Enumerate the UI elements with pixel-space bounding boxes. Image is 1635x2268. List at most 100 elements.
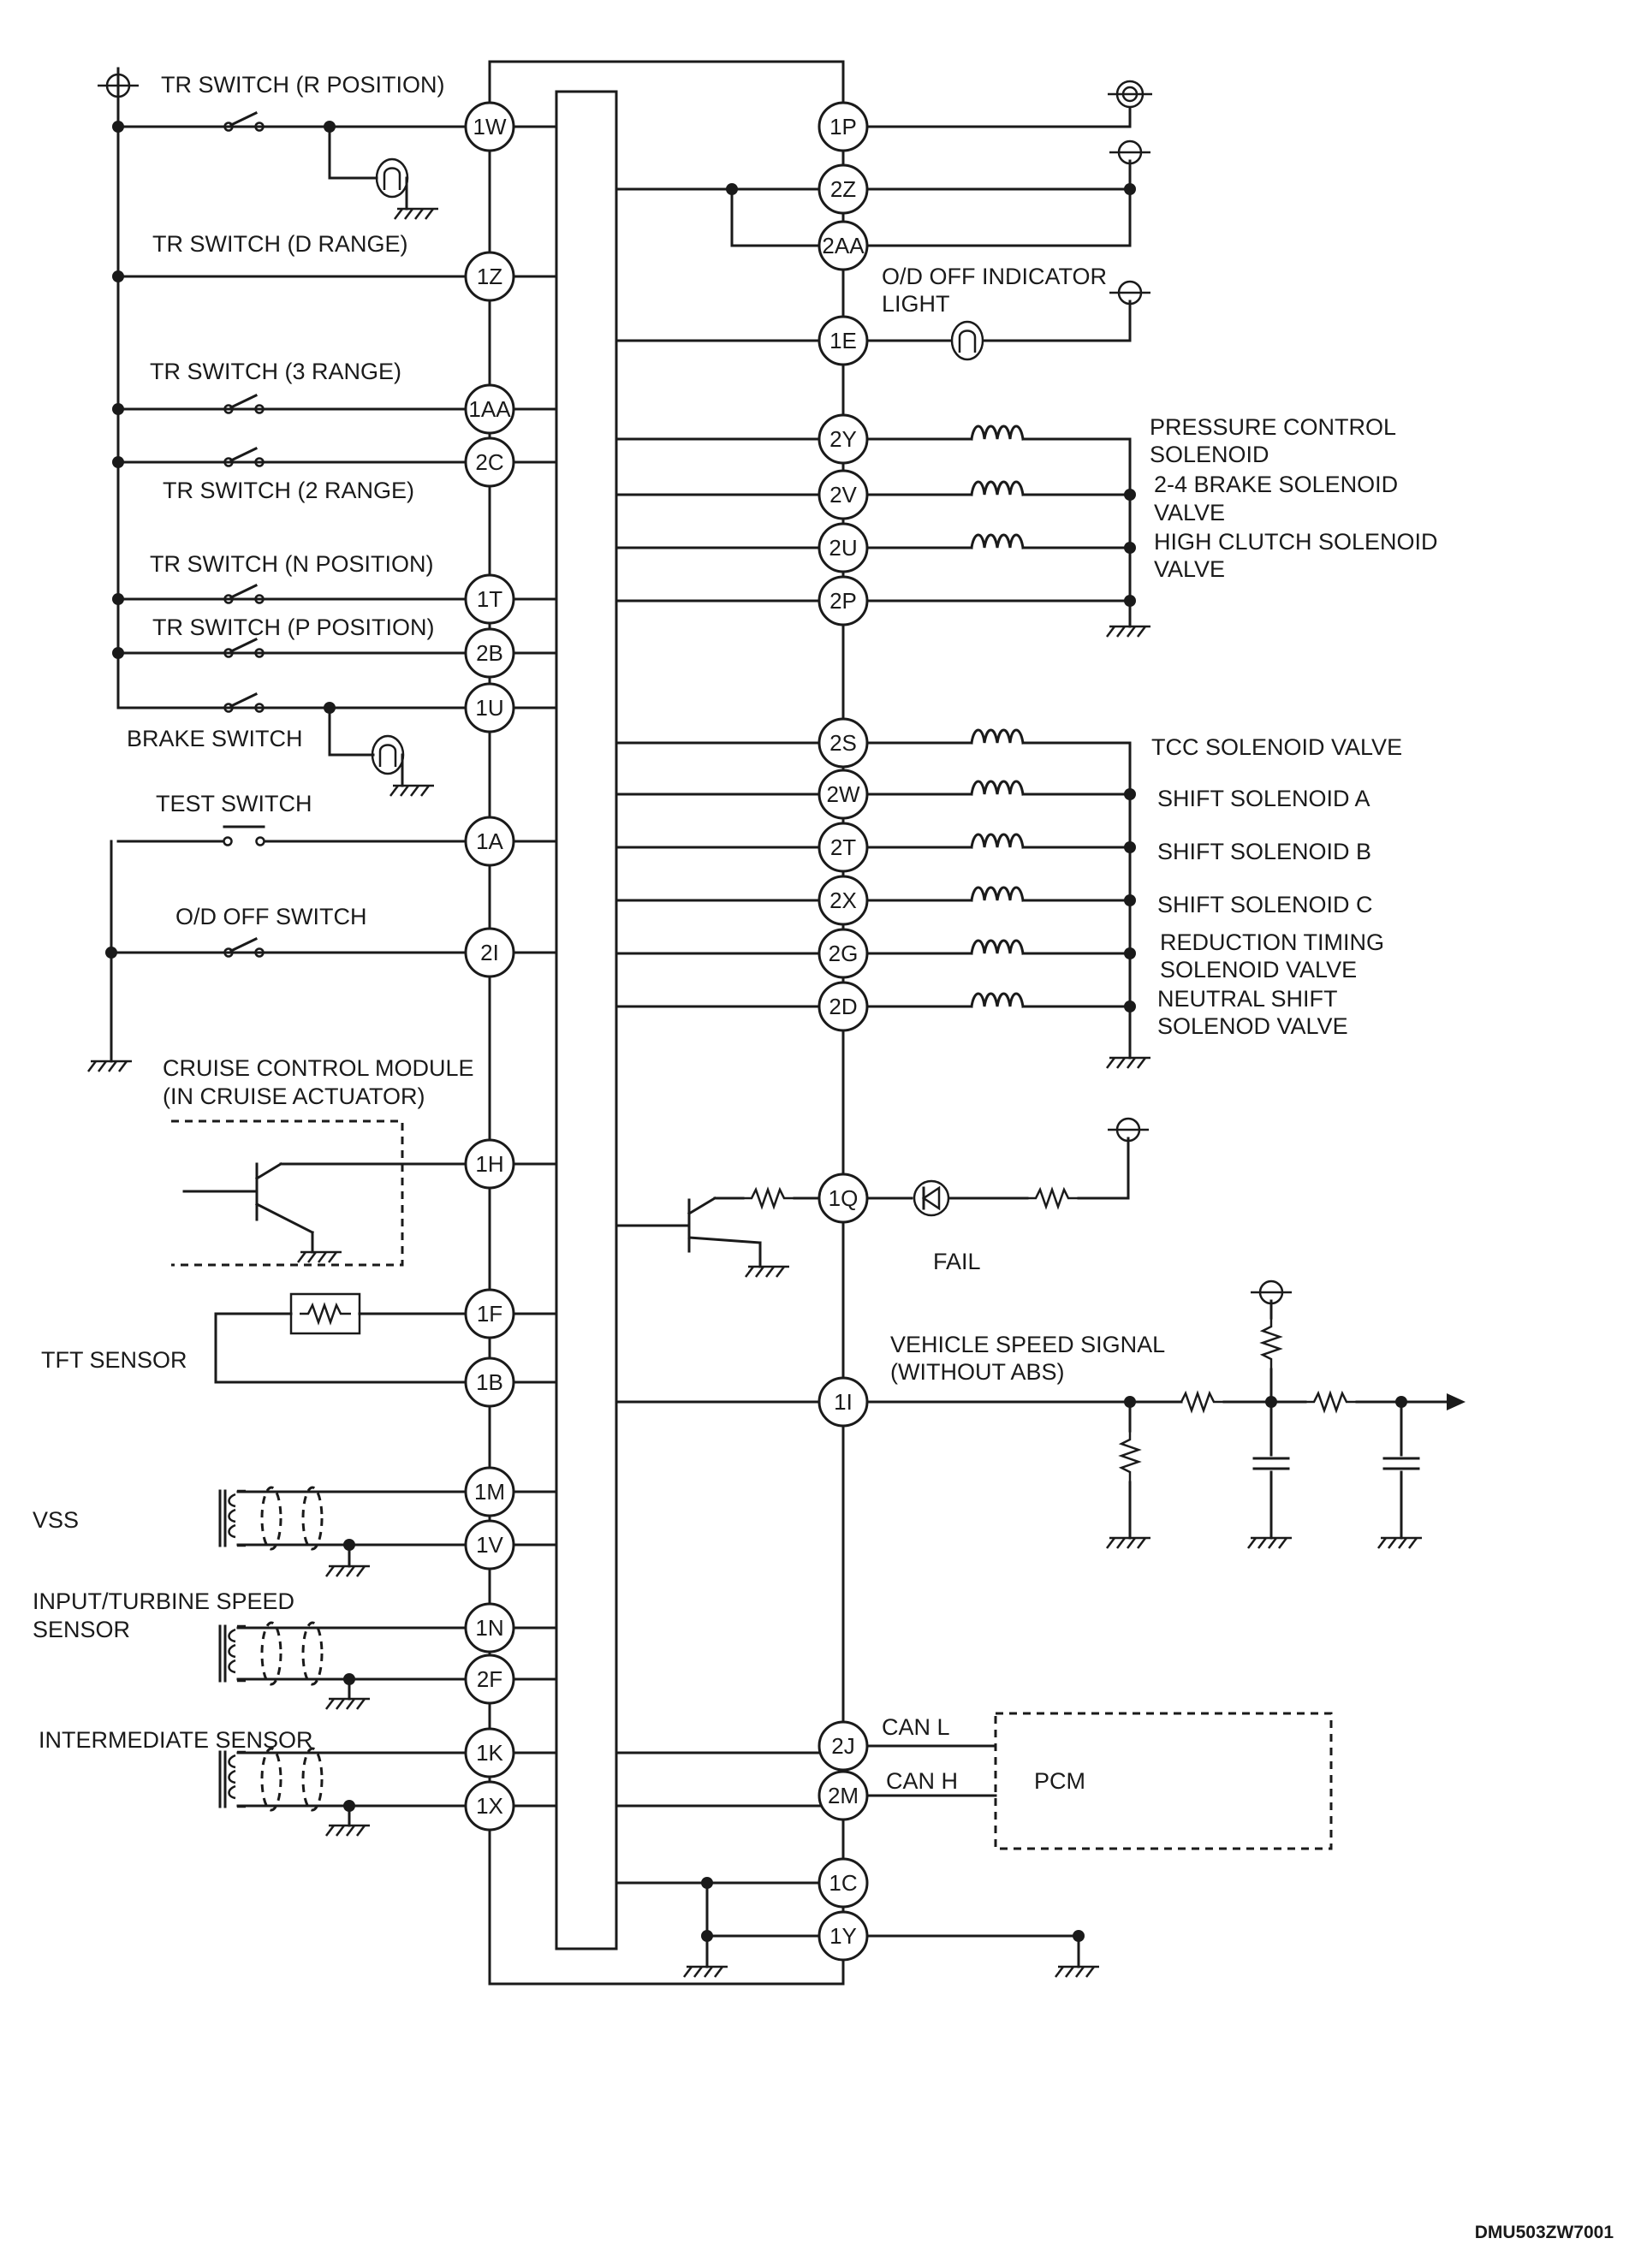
pin-label: 2Z (830, 176, 856, 202)
label-high-clutch-1: HIGH CLUTCH SOLENOID (1154, 529, 1438, 555)
vss-sensor-icon (218, 1486, 324, 1551)
right-pin-2y: 2Y (818, 413, 869, 465)
pin-circle (818, 717, 869, 769)
right-pin-1q: 1Q (818, 1173, 869, 1224)
pin-circle (818, 469, 869, 520)
pin-circle (464, 573, 515, 625)
right-pin-2w: 2W (818, 769, 869, 820)
right-junctions (701, 183, 1407, 1942)
label-tr-d: TR SWITCH (D RANGE) (152, 231, 407, 257)
pin-circle (464, 436, 515, 488)
label-high-clutch-2: VALVE (1154, 556, 1225, 582)
right-pin-2m: 2M (818, 1770, 869, 1821)
pin-circle (464, 1602, 515, 1654)
label-brake-switch: BRAKE SWITCH (127, 726, 303, 751)
pin-label: 1AA (468, 396, 511, 422)
label-od-light-2: LIGHT (882, 291, 950, 317)
right-pin-circles: 1P2Z2AA1E2Y2V2U2P2S2W2T2X2G2D1Q1I2J2M1C1… (818, 101, 869, 1962)
left-pin-2b: 2B (464, 627, 515, 679)
left-pin-1t: 1T (464, 573, 515, 625)
pin-label: 2W (827, 781, 860, 807)
pin-label: 2C (475, 449, 503, 475)
pin-circle (464, 383, 515, 435)
ground-icon (1054, 1965, 1101, 1979)
pin-label: 2B (476, 640, 503, 666)
left-pin-1z: 1Z (464, 251, 515, 302)
power-icon (1106, 80, 1154, 109)
pin-circle (818, 981, 869, 1032)
label-tcc: TCC SOLENOID VALVE (1151, 734, 1402, 760)
switch-symbols (200, 111, 289, 958)
label-tr-3: TR SWITCH (3 RANGE) (150, 359, 401, 384)
pin-circle (818, 575, 869, 626)
label-cruise-2: (IN CRUISE ACTUATOR) (163, 1084, 425, 1109)
label-shift-b: SHIFT SOLENOID B (1157, 839, 1371, 864)
pin-label: 1E (829, 328, 857, 353)
label-pcs-1: PRESSURE CONTROL (1150, 414, 1396, 440)
pin-circle (818, 315, 869, 366)
pin-circle (818, 163, 869, 215)
pin-circle (464, 1727, 515, 1778)
pin-circle (464, 101, 515, 152)
capacitor-icon (1382, 1457, 1420, 1470)
pin-label: 2I (480, 940, 499, 965)
left-junctions (105, 121, 355, 1812)
pcm-box (994, 1712, 1333, 1850)
right-pin-1i: 1I (818, 1376, 869, 1428)
ground-icon (389, 784, 436, 798)
resistor-icon (1171, 1392, 1226, 1412)
right-pin-1p: 1P (818, 101, 869, 152)
pin-label: 2X (829, 888, 857, 913)
right-pin-2s: 2S (818, 717, 869, 769)
pin-circle (464, 682, 515, 733)
pin-circle (818, 1376, 869, 1428)
label-od-off-switch: O/D OFF SWITCH (175, 904, 366, 929)
pin-circle (818, 413, 869, 465)
right-pin-2d: 2D (818, 981, 869, 1032)
pin-circle (818, 1720, 869, 1772)
resistor-icon (298, 1303, 353, 1324)
label-pcs-2: SOLENOID (1150, 442, 1269, 467)
label-intermediate: INTERMEDIATE SENSOR (39, 1727, 313, 1753)
left-pin-1aa: 1AA (464, 383, 515, 435)
ground-icon (1105, 625, 1152, 638)
resistor-icon (741, 1188, 796, 1208)
right-pin-2u: 2U (818, 522, 869, 573)
pin-circle (818, 1910, 869, 1962)
right-pin-2v: 2V (818, 469, 869, 520)
pin-circle (818, 220, 869, 271)
label-neutral-2: SOLENOD VALVE (1157, 1013, 1348, 1039)
pin-label: 1C (829, 1870, 857, 1896)
label-pcm: PCM (1034, 1768, 1085, 1794)
left-pin-1b: 1B (464, 1357, 515, 1408)
ground-icon (296, 1250, 343, 1264)
label-reduction-1: REDUCTION TIMING (1160, 929, 1384, 955)
pin-label: 2T (830, 834, 856, 860)
left-labels: TR SWITCH (R POSITION) TR SWITCH (D RANG… (33, 72, 474, 1753)
pin-label: 1T (477, 586, 502, 612)
left-pin-1k: 1K (464, 1727, 515, 1778)
label-24brake-1: 2-4 BRAKE SOLENOID (1154, 472, 1398, 497)
right-labels: O/D OFF INDICATOR LIGHT PRESSURE CONTROL… (882, 264, 1438, 1794)
right-pin-2t: 2T (818, 822, 869, 873)
label-test-switch: TEST SWITCH (156, 791, 312, 816)
capacitor-icon (1252, 1457, 1290, 1470)
right-pin-2g: 2G (818, 928, 869, 979)
label-vss-signal-2: (WITHOUT ABS) (890, 1359, 1065, 1385)
pin-label: 2G (829, 941, 859, 966)
ground-icon (86, 1060, 134, 1073)
pin-label: 1B (476, 1369, 503, 1395)
pin-circle (818, 769, 869, 820)
pin-circle (464, 1288, 515, 1339)
right-pin-2x: 2X (818, 875, 869, 926)
pin-label: 1H (475, 1151, 503, 1177)
right-wiring (615, 125, 1448, 1986)
solenoid-coils (970, 425, 1025, 1008)
left-pin-2c: 2C (464, 436, 515, 488)
right-pin-1e: 1E (818, 315, 869, 366)
left-pin-2i: 2I (464, 927, 515, 978)
pin-circle (464, 816, 515, 867)
pin-label: 1W (473, 114, 507, 140)
resistor-icon (1120, 1429, 1140, 1484)
label-vss: VSS (33, 1507, 79, 1533)
